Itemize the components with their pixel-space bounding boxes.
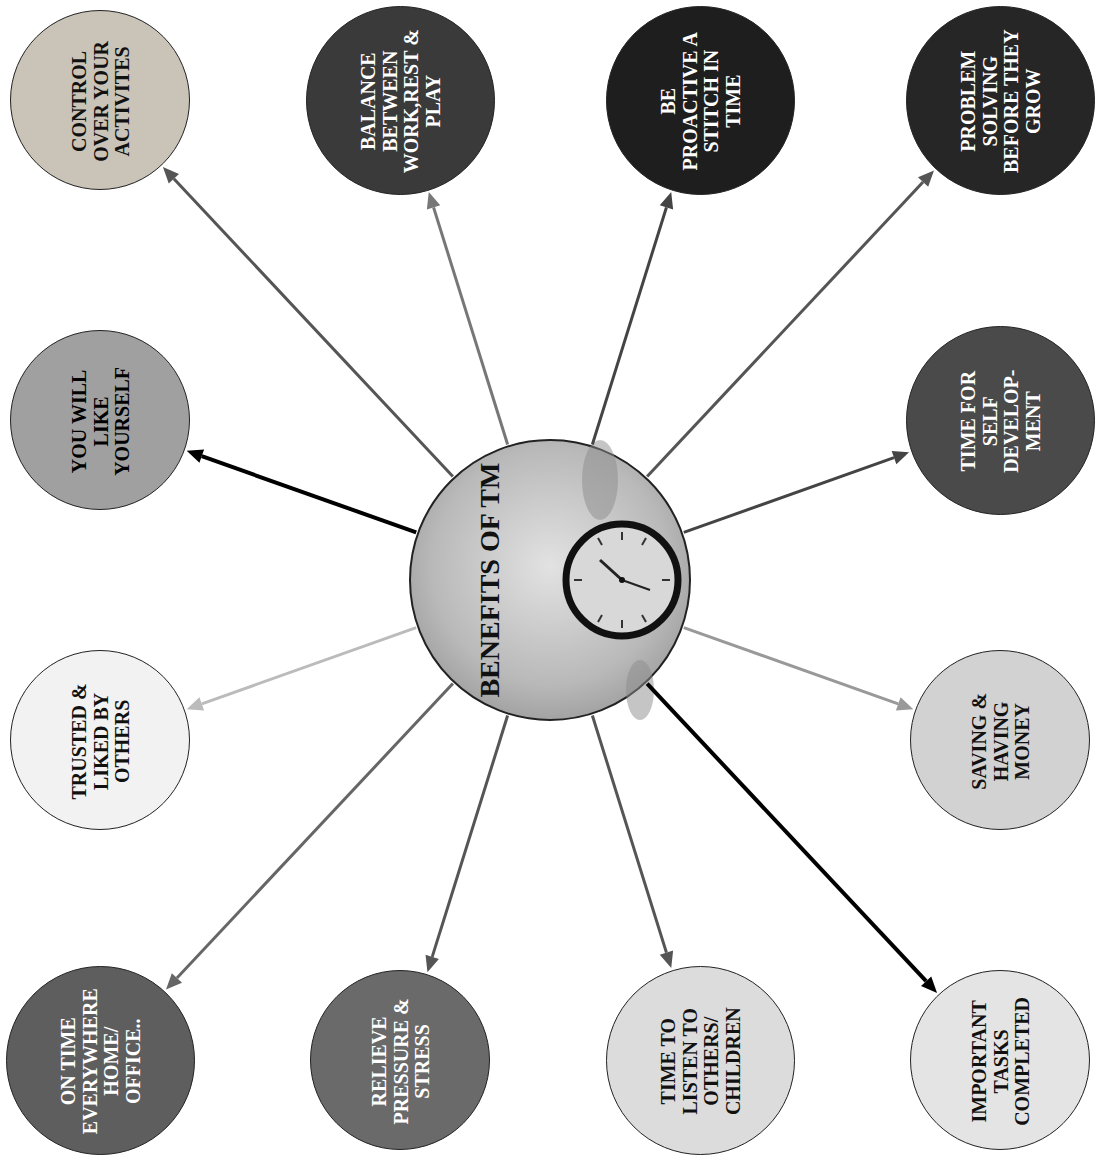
arrow-head	[166, 973, 182, 989]
arrow-head	[660, 951, 673, 968]
benefit-arrow	[592, 192, 673, 444]
benefit-text: TRUSTED & LIKED BY OTHERS	[69, 666, 134, 816]
benefit-text: YOU WILL LIKE YOURSELF	[69, 346, 134, 496]
benefit-circle: PROBLEM SOLVING BEFORE THEY GROW	[906, 6, 1095, 195]
arrow-line	[202, 456, 416, 532]
benefit-arrow	[166, 684, 453, 990]
arrow-head	[427, 192, 440, 209]
benefit-text: TIME TO LISTEN TO OTHERS/ CHILDREN	[658, 986, 744, 1136]
arrow-line	[647, 182, 923, 476]
arrow-head	[187, 450, 204, 463]
arrow-line	[647, 684, 926, 982]
arrow-head	[918, 170, 934, 186]
benefit-circle: TIME FOR SELF DEVELOP- MENT	[906, 326, 1095, 515]
arrow-head	[896, 697, 913, 710]
arrow-line	[434, 207, 508, 444]
benefit-text: CONTROL OVER YOUR ACTIVITES	[69, 26, 134, 176]
benefit-arrow	[426, 716, 508, 973]
benefit-circle: BALANCE BETWEEN WORK,REST & PLAY	[306, 6, 495, 195]
benefit-arrow	[163, 167, 453, 476]
benefit-text: IMPORTANT TASKS COMPLETED	[969, 986, 1034, 1136]
arrow-head	[163, 167, 179, 183]
benefit-arrow	[187, 628, 417, 711]
benefit-circle: RELIEVE PRESSURE & STRESS	[310, 970, 490, 1150]
benefit-text: PROBLEM SOLVING BEFORE THEY GROW	[958, 26, 1044, 176]
arrow-line	[684, 458, 894, 533]
arrow-head	[892, 451, 909, 464]
hub-circle: BENEFITS OF TM	[410, 440, 690, 720]
benefit-text: TIME FOR SELF DEVELOP- MENT	[958, 346, 1044, 496]
arrow-head	[921, 976, 937, 992]
arrow-head	[426, 955, 439, 972]
benefit-text: ON TIME EVERYWHERE HOME/ OFFICE..	[58, 986, 144, 1136]
arrow-line	[592, 716, 666, 953]
benefit-circle: ON TIME EVERYWHERE HOME/ OFFICE..	[6, 966, 195, 1155]
benefit-arrow	[187, 450, 417, 533]
benefit-arrow	[427, 192, 508, 444]
benefit-circle: TIME TO LISTEN TO OTHERS/ CHILDREN	[606, 966, 795, 1155]
arrow-head	[187, 697, 204, 710]
hub-disc	[410, 440, 690, 720]
arrow-line	[684, 628, 898, 704]
arrow-line	[592, 207, 666, 444]
hub-title: BENEFITS OF TM	[475, 463, 505, 698]
arrow-line	[177, 684, 453, 978]
arrow-line	[174, 179, 453, 477]
photo-blur	[626, 660, 654, 720]
benefit-circle: TRUSTED & LIKED BY OTHERS	[10, 650, 190, 830]
benefit-arrow	[684, 451, 909, 532]
benefit-arrow	[684, 628, 914, 711]
arrow-head	[660, 192, 673, 209]
benefit-circle: SAVING & HAVING MONEY	[910, 650, 1090, 830]
benefit-circle: IMPORTANT TASKS COMPLETED	[910, 970, 1090, 1150]
clock-symbol	[566, 524, 678, 636]
benefit-arrow	[647, 170, 934, 476]
arrow-line	[202, 628, 416, 704]
photo-blur	[582, 440, 618, 520]
benefit-circle: YOU WILL LIKE YOURSELF	[10, 330, 190, 510]
arrow-line	[432, 716, 507, 957]
benefit-text: SAVING & HAVING MONEY	[969, 666, 1034, 816]
benefit-arrow	[592, 716, 673, 968]
benefit-circle: CONTROL OVER YOUR ACTIVITES	[10, 10, 190, 190]
benefit-circle: BE PROACTIVE A STITCH IN TIME	[606, 6, 795, 195]
benefit-text: BE PROACTIVE A STITCH IN TIME	[658, 26, 744, 176]
benefit-text: RELIEVE PRESSURE & STRESS	[369, 986, 434, 1136]
benefit-arrow	[647, 684, 937, 993]
benefit-text: BALANCE BETWEEN WORK,REST & PLAY	[358, 26, 444, 176]
